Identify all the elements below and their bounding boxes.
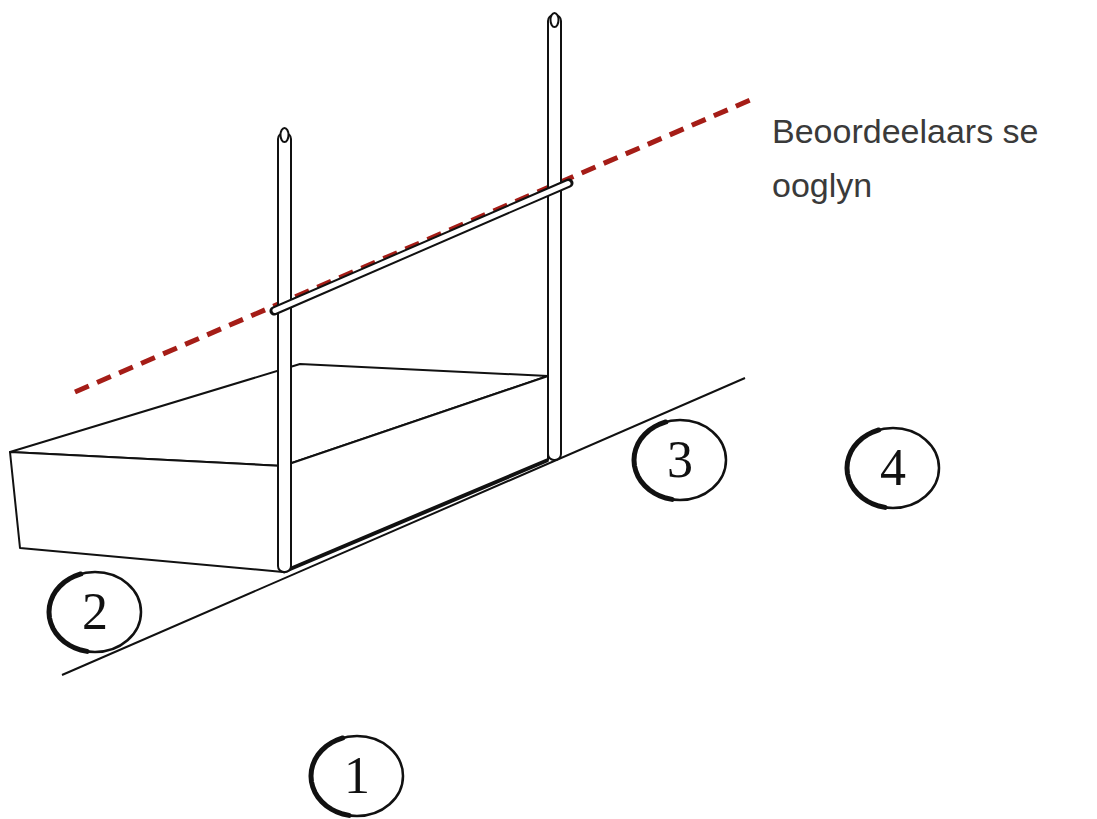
- eye-line: [75, 98, 755, 392]
- callout-number: 2: [82, 586, 108, 638]
- crossbar: [274, 183, 569, 311]
- eye-line-label: Beoordeelaars se ooglyn: [772, 104, 1090, 212]
- callout-circle: 4: [844, 425, 942, 511]
- callout-number: 4: [880, 442, 906, 494]
- callout-circle: 2: [46, 569, 144, 655]
- callout-circle: 3: [631, 417, 729, 503]
- callout-number: 1: [344, 750, 370, 802]
- callout-number: 3: [667, 434, 693, 486]
- callout-circle: 1: [308, 733, 406, 819]
- left-upright: [278, 128, 291, 572]
- right-upright: [548, 13, 561, 460]
